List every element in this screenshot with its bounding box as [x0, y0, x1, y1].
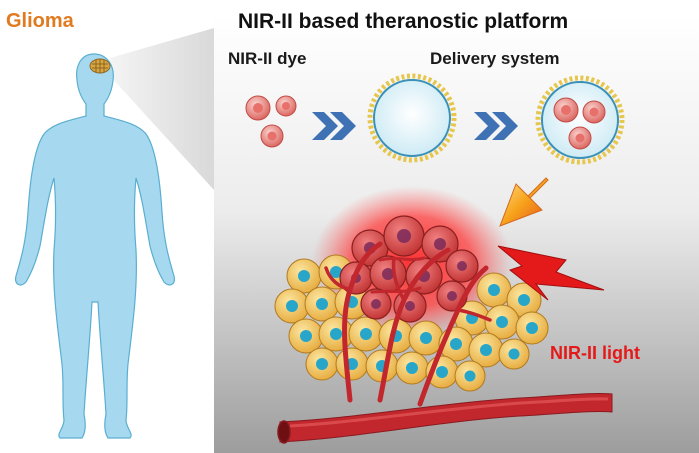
blood-vessels	[324, 241, 492, 407]
loaded-vesicle	[535, 75, 625, 165]
chevron-right-icon	[312, 112, 356, 140]
tumor-cells	[339, 215, 479, 323]
diagram-title: NIR-II based theranostic platform	[238, 10, 569, 33]
main-vessel	[277, 392, 613, 444]
zoom-beam	[110, 28, 214, 190]
delivery-system-label: Delivery system	[430, 49, 560, 68]
empty-vesicle	[367, 73, 457, 163]
dye-particles	[245, 95, 297, 148]
head-tumor-icon	[89, 58, 111, 74]
glioma-label: Glioma	[6, 10, 74, 32]
lightning-bolt-icon	[497, 245, 605, 301]
nir-light-label: NIR-II light	[550, 343, 640, 363]
human-body-icon	[15, 53, 175, 439]
delivery-arrow-icon	[499, 177, 549, 227]
chevron-right-icon	[474, 112, 518, 140]
nir-dye-label: NIR-II dye	[228, 49, 307, 68]
